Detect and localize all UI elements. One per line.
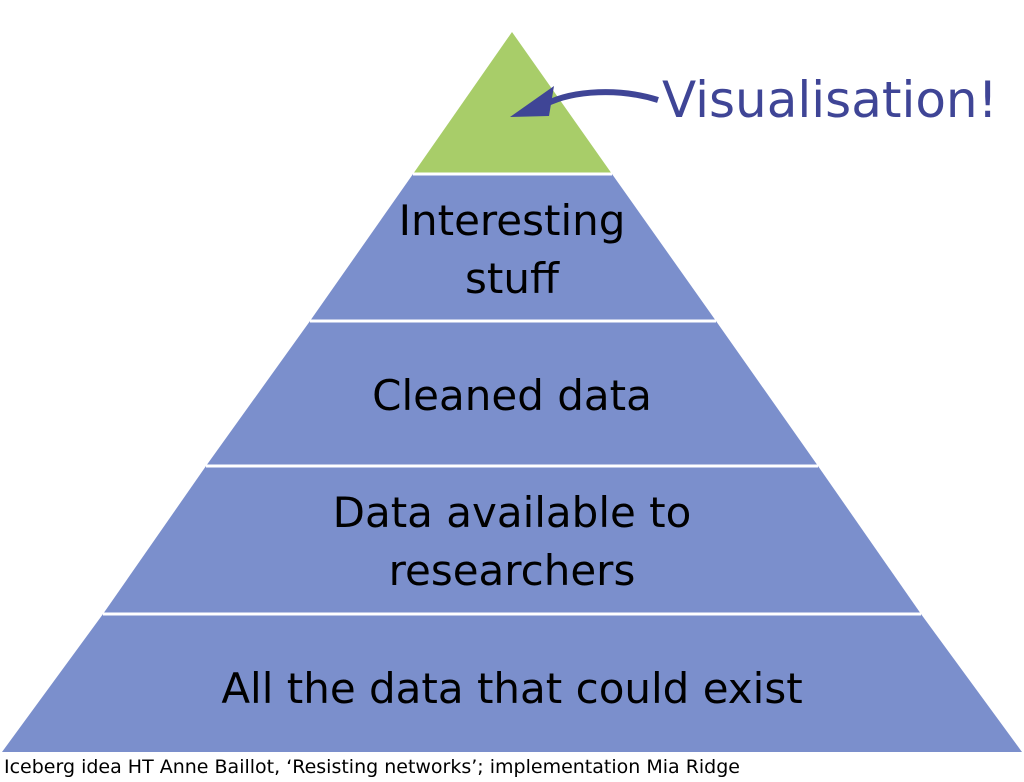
tier-label-data-available: Data available to researchers — [332, 488, 692, 595]
tier-interesting-stuff — [310, 174, 716, 321]
tier-label-cleaned-data: Cleaned data — [372, 371, 652, 420]
tier-label-interesting-stuff: Interesting stuff — [398, 196, 626, 303]
callout-arrow — [544, 89, 659, 107]
tier-apex — [413, 32, 612, 174]
callout-visualisation: Visualisation! — [662, 71, 998, 129]
tier-all-data — [2, 614, 1022, 752]
callout-arrowhead — [510, 86, 554, 117]
credit-line: Iceberg idea HT Anne Baillot, ‘Resisting… — [4, 756, 740, 778]
tier-label-all-data: All the data that could exist — [221, 664, 803, 713]
tier-cleaned-data — [206, 321, 818, 466]
tier-data-available — [103, 466, 921, 614]
